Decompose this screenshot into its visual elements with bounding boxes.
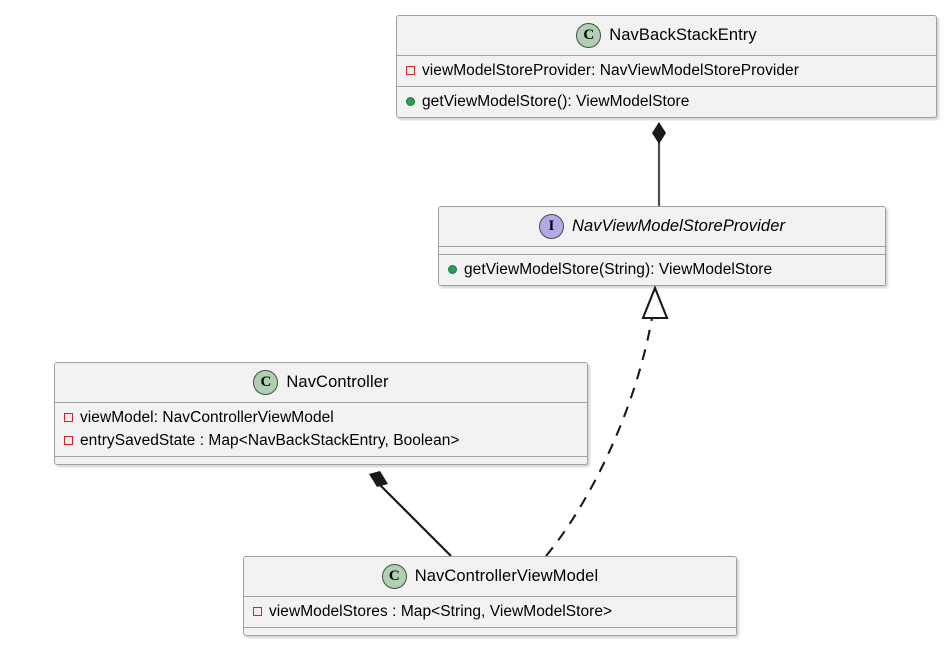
method-label: getViewModelStore(String): ViewModelStor… xyxy=(464,260,773,278)
interface-name: NavViewModelStoreProvider xyxy=(571,217,786,235)
attribute-label: viewModelStores : Map<String, ViewModelS… xyxy=(269,602,613,620)
class-name: NavController xyxy=(286,373,389,391)
class-header: C NavBackStackEntry xyxy=(397,16,936,55)
methods-compartment-empty xyxy=(55,456,587,464)
public-visibility-icon xyxy=(448,265,457,274)
class-icon: C xyxy=(381,564,407,589)
attributes-compartment-empty xyxy=(439,246,885,254)
attribute-row: viewModel: NavControllerViewModel xyxy=(55,406,587,429)
class-icon: C xyxy=(576,23,602,48)
relationship-composition-entry-provider xyxy=(652,122,666,208)
class-name: NavControllerViewModel xyxy=(414,567,599,585)
public-visibility-icon xyxy=(406,97,415,106)
method-row: getViewModelStore(): ViewModelStore xyxy=(397,90,936,113)
interface-icon: I xyxy=(538,214,564,239)
private-visibility-icon xyxy=(406,66,415,75)
class-box-nav-view-model-store-provider[interactable]: I NavViewModelStoreProvider getViewModel… xyxy=(438,206,886,286)
methods-compartment-empty xyxy=(244,627,736,635)
method-label: getViewModelStore(): ViewModelStore xyxy=(422,92,690,110)
class-name: NavBackStackEntry xyxy=(609,26,757,44)
attribute-label: viewModel: NavControllerViewModel xyxy=(80,408,334,426)
relationship-composition-controller-viewmodel xyxy=(369,471,452,557)
attribute-row: entrySavedState : Map<NavBackStackEntry,… xyxy=(55,429,587,452)
attribute-label: viewModelStoreProvider: NavViewModelStor… xyxy=(422,61,799,79)
attributes-compartment: viewModelStores : Map<String, ViewModelS… xyxy=(244,596,736,627)
attributes-compartment: viewModel: NavControllerViewModel entryS… xyxy=(55,402,587,456)
class-box-nav-back-stack-entry[interactable]: C NavBackStackEntry viewModelStoreProvid… xyxy=(396,15,937,118)
method-row: getViewModelStore(String): ViewModelStor… xyxy=(439,258,885,281)
class-box-nav-controller[interactable]: C NavController viewModel: NavController… xyxy=(54,362,588,465)
attribute-label: entrySavedState : Map<NavBackStackEntry,… xyxy=(80,431,460,449)
attributes-compartment: viewModelStoreProvider: NavViewModelStor… xyxy=(397,55,936,86)
private-visibility-icon xyxy=(253,607,262,616)
private-visibility-icon xyxy=(64,413,73,422)
methods-compartment: getViewModelStore(String): ViewModelStor… xyxy=(439,254,885,285)
attribute-row: viewModelStoreProvider: NavViewModelStor… xyxy=(397,59,936,82)
class-header: C NavControllerViewModel xyxy=(244,557,736,596)
class-header: C NavController xyxy=(55,363,587,402)
attribute-row: viewModelStores : Map<String, ViewModelS… xyxy=(244,600,736,623)
class-icon: C xyxy=(253,370,279,395)
interface-header: I NavViewModelStoreProvider xyxy=(439,207,885,246)
methods-compartment: getViewModelStore(): ViewModelStore xyxy=(397,86,936,117)
private-visibility-icon xyxy=(64,436,73,445)
class-box-nav-controller-view-model[interactable]: C NavControllerViewModel viewModelStores… xyxy=(243,556,737,636)
